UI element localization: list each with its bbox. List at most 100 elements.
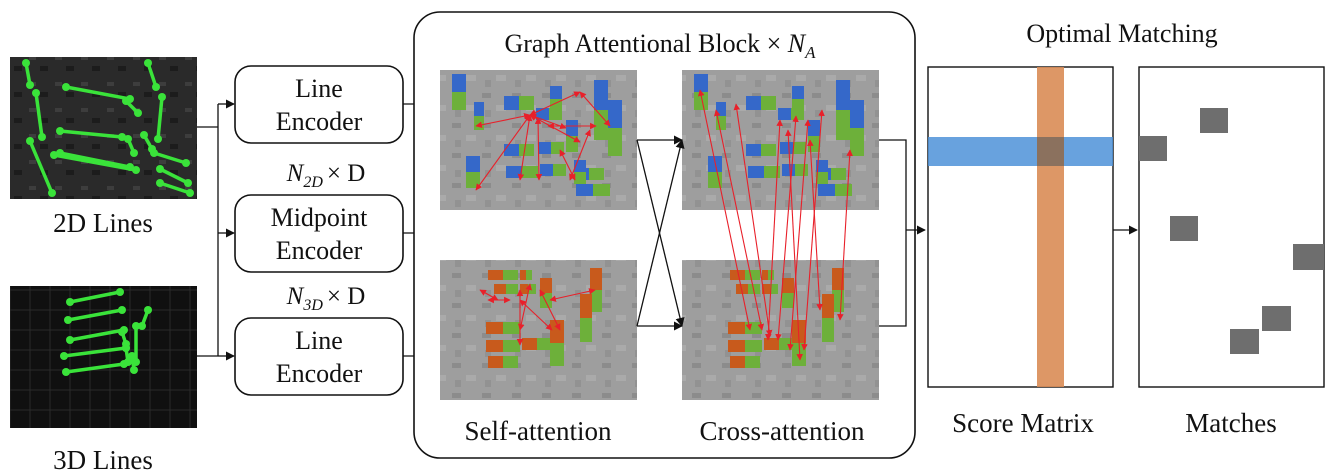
line-endpoint [140, 131, 148, 139]
line-segment [69, 328, 125, 342]
encoder-2d-text-line2: Encoder [276, 107, 363, 136]
line-endpoint [38, 133, 46, 141]
line-segment [28, 140, 54, 194]
building-block-part [589, 168, 604, 180]
building-block-part [836, 80, 850, 110]
line-endpoint [62, 83, 70, 91]
matches-matrix [1138, 66, 1325, 388]
match-cell [1262, 306, 1291, 331]
attention-arrow [807, 139, 823, 311]
encoder-3d-text-line2: Encoder [276, 359, 363, 388]
attention-arrow [733, 103, 773, 337]
line-encoder-2d: Line Encoder [234, 65, 404, 144]
building-block-part [474, 116, 484, 130]
building-block-part [540, 164, 553, 176]
graph-attentional-block: Graph Attentional Block × NA Self-attent… [413, 11, 916, 459]
building-block-part [761, 96, 776, 110]
line-segment [69, 290, 121, 304]
building-block-part [506, 284, 518, 294]
score-row-highlight [928, 137, 1113, 166]
building-block-part [808, 120, 820, 136]
building-block-part [528, 284, 536, 294]
building-block-part [519, 144, 534, 156]
line-segment [159, 181, 191, 195]
building-block-part [503, 270, 518, 280]
building-block-part [835, 184, 852, 196]
line-endpoint [48, 189, 56, 197]
building-block-part [782, 278, 794, 293]
building-block-part [590, 268, 602, 290]
line-endpoint [26, 81, 34, 89]
label-3d-lines: 3D Lines [53, 445, 153, 475]
image-3d-lines [10, 286, 197, 428]
label-cross-attention: Cross-attention [700, 416, 865, 446]
building-block-part [551, 142, 564, 154]
building-block-part [566, 120, 578, 136]
building-block-part [503, 340, 520, 352]
building-block-part [486, 340, 503, 352]
line-segment [67, 308, 123, 322]
building-block-part [504, 96, 519, 110]
building-block-part [850, 100, 864, 128]
building-block-part [745, 322, 762, 334]
line-endpoint [122, 344, 130, 352]
line-endpoint [124, 135, 132, 143]
building-block-part [593, 184, 610, 196]
attention-arrow [837, 149, 853, 321]
building-block-part [550, 343, 564, 366]
building-block-part [728, 340, 745, 352]
line-endpoint [138, 322, 146, 330]
line-endpoint [120, 360, 128, 368]
panel-cross-attention-3d [682, 260, 879, 400]
building-block-part [520, 284, 528, 294]
line-endpoint [150, 149, 158, 157]
building-block-part [780, 142, 793, 154]
building-block-part [494, 284, 506, 294]
building-block-part [488, 356, 503, 368]
building-block-part [452, 74, 466, 92]
building-block-part [748, 166, 764, 178]
match-cell [1293, 244, 1324, 270]
line-segment [156, 96, 164, 140]
building-block-part [778, 108, 791, 120]
gab-output-connectors [879, 139, 926, 327]
score-matrix [927, 66, 1114, 388]
building-block-part [519, 96, 534, 110]
building-block-part [730, 356, 745, 368]
building-block-part [782, 164, 795, 176]
building-block-part [550, 86, 562, 99]
line-endpoint [122, 97, 130, 105]
attention-arrow [475, 114, 531, 191]
building-block-part [816, 172, 828, 184]
line-endpoint [130, 366, 138, 374]
building-block-part [504, 144, 519, 156]
line-endpoint [128, 352, 136, 360]
building-block-part [580, 318, 592, 342]
dimension-3d-label: N3D× D [286, 283, 366, 314]
building-block-part [486, 322, 503, 334]
building-block-part [580, 294, 592, 318]
line-encoder-3d: Line Encoder [234, 317, 404, 396]
line-segment [153, 151, 187, 165]
line-segment [59, 151, 131, 169]
building-block-part [608, 100, 622, 128]
line-endpoint [156, 165, 164, 173]
match-cell [1200, 108, 1228, 133]
line-endpoint [56, 127, 64, 135]
line-endpoint [184, 179, 192, 187]
building-block-part [466, 156, 480, 172]
attention-arrow [479, 289, 499, 301]
building-block-part [488, 270, 503, 280]
building-block-part [782, 293, 794, 308]
line-segment [65, 85, 131, 101]
building-block-part [574, 172, 586, 184]
green-line-segments-2d [22, 59, 194, 197]
line-endpoint [154, 135, 162, 143]
label-self-attention: Self-attention [465, 416, 612, 446]
dimension-2d-label: N2D× D [286, 160, 366, 191]
line-endpoint [66, 336, 74, 344]
panel-self-attention-3d [440, 260, 637, 400]
building-block-part [474, 102, 484, 116]
building-block-part [522, 338, 537, 350]
building-block-part [694, 74, 708, 92]
